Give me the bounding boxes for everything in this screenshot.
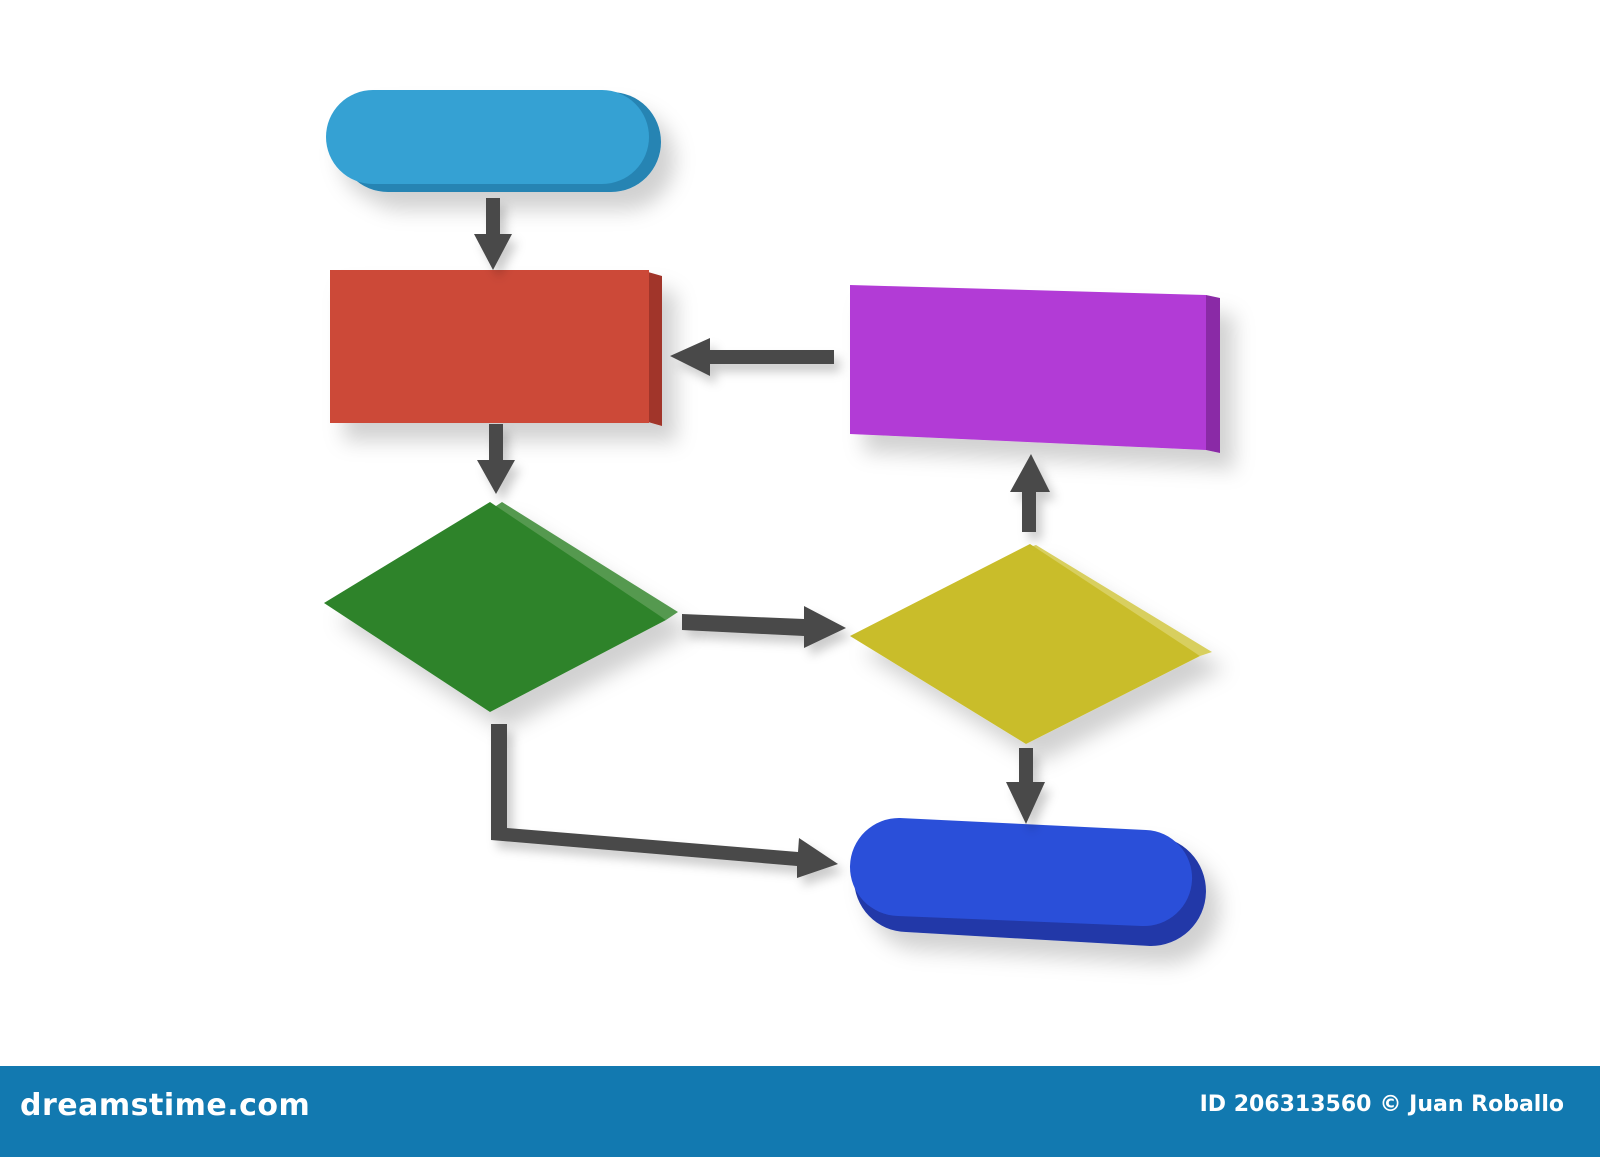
left-decision-diamond <box>324 502 678 712</box>
right-process-box-face <box>850 285 1206 450</box>
start-terminal-face <box>326 90 649 184</box>
flowchart-canvas <box>324 90 1220 947</box>
left-decision-face <box>324 502 666 712</box>
arrow-right-decision-to-end <box>1006 748 1045 824</box>
process-box-face <box>330 270 649 423</box>
arrow-process-to-decision <box>477 424 515 494</box>
arrow-start-to-process <box>474 198 512 270</box>
image-credit: ID 206313560 © Juan Roballo <box>1200 1092 1572 1117</box>
arrow-right-decision-to-right-process <box>1010 454 1050 532</box>
flowchart-diagram <box>324 90 1220 947</box>
arrow-right-process-to-process <box>670 338 834 376</box>
brand-logo[interactable]: dreamstime.com <box>20 1088 311 1123</box>
image-id: ID 206313560 <box>1199 1092 1372 1117</box>
right-decision-diamond <box>850 544 1212 744</box>
arrow-decision-to-end <box>491 724 838 878</box>
right-process-box <box>850 285 1220 453</box>
copyright-author: © Juan Roballo <box>1379 1092 1564 1117</box>
footer-bar: dreamstime.com ID 206313560 © Juan Roball… <box>0 1066 1600 1157</box>
end-terminal <box>849 817 1206 947</box>
right-decision-face <box>850 544 1200 744</box>
arrow-decision-to-right-decision <box>682 606 846 648</box>
end-terminal-face <box>849 817 1193 927</box>
start-terminal <box>326 90 661 192</box>
process-box <box>330 270 662 426</box>
